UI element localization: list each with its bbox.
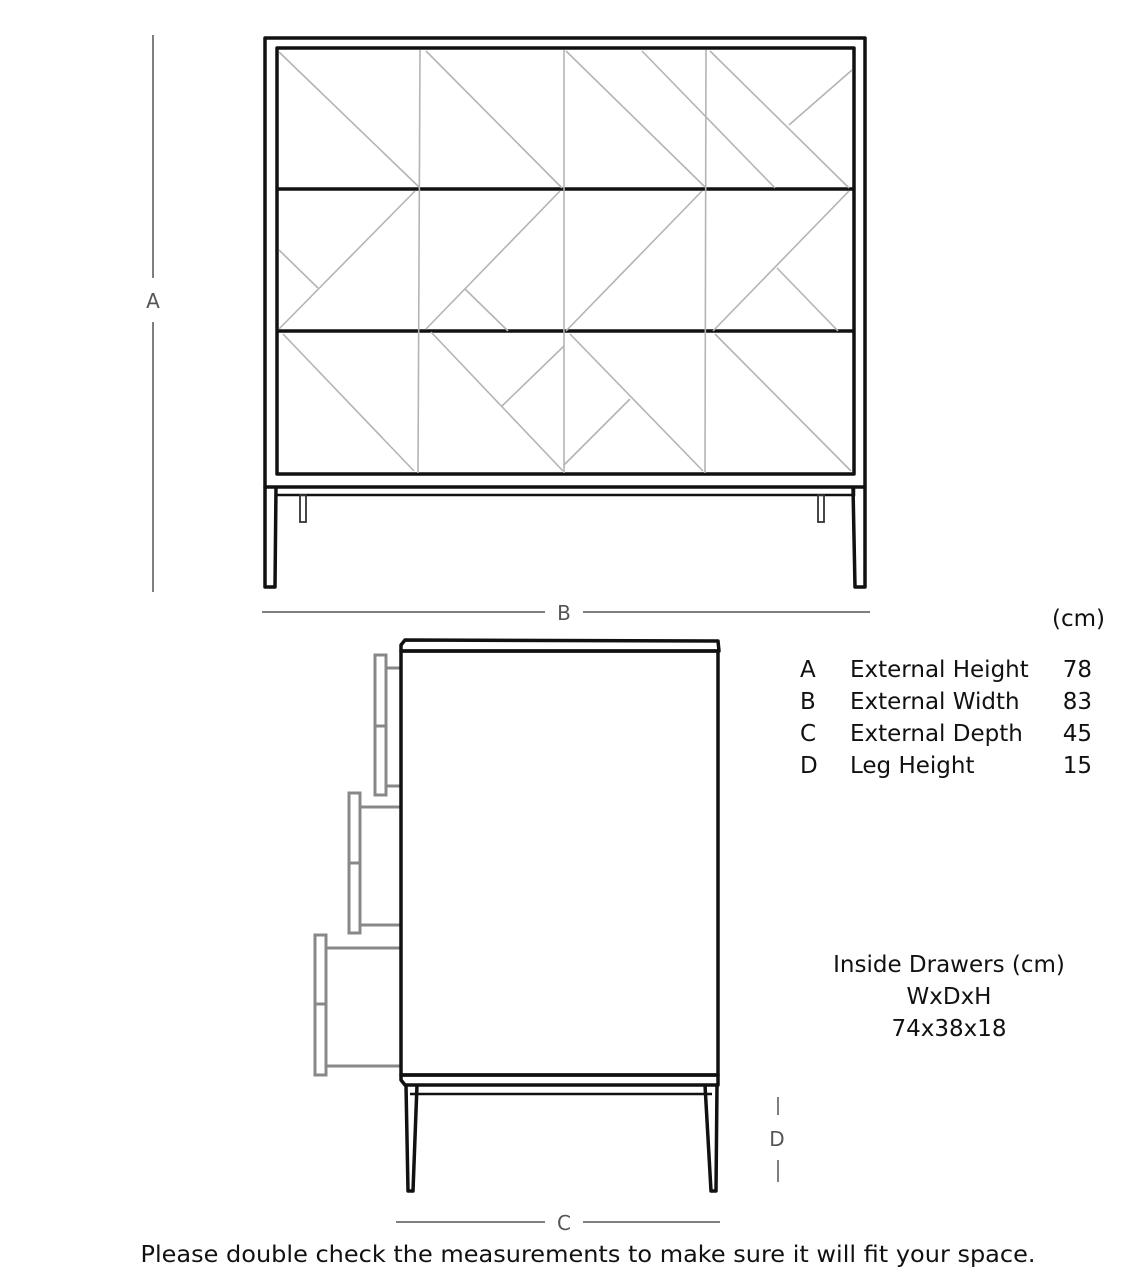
inside-drawers-info: Inside Drawers (cm) WxDxH 74x38x18 [833,952,1065,1042]
drawer-handle [347,791,401,935]
dimension-d: D [769,1097,785,1182]
drawer-handle [313,933,401,1077]
drawer-front-pattern [278,49,853,474]
legend-key: A [800,657,816,683]
legend-key: D [800,753,818,779]
inside-drawers-value: 74x38x18 [891,1016,1006,1042]
side-leg-front [404,1084,419,1193]
inside-drawers-format: WxDxH [907,984,992,1010]
legend-row: C External Depth 45 [800,721,1092,747]
front-leg-left [263,486,278,589]
legend-key: B [800,689,816,715]
drawer-handle [373,653,401,797]
legend-value: 83 [1063,689,1092,715]
legend-label: External Height [850,657,1029,683]
side-leg-back [703,1084,719,1193]
dimension-a-label: A [146,289,160,313]
legend-value: 78 [1063,657,1092,683]
front-leg-right [851,486,867,589]
legend-row: A External Height 78 [800,657,1092,683]
legend-value: 15 [1063,753,1092,779]
legend-value: 45 [1063,721,1092,747]
dimension-c-label: C [557,1211,571,1235]
inside-drawers-title: Inside Drawers (cm) [833,952,1065,978]
legend-key: C [800,721,816,747]
legend-label: External Depth [850,721,1023,747]
legend-row: B External Width 83 [800,689,1092,715]
dimension-b-label: B [557,601,571,625]
dimension-a: A [146,35,160,592]
legend-unit: (cm) [1052,606,1105,632]
side-view [313,638,721,1193]
footer-note: Please double check the measurements to … [141,1242,1036,1268]
legend-label: External Width [850,689,1020,715]
dimension-d-label: D [769,1127,784,1151]
dimension-b: B [262,601,870,625]
front-view [263,36,867,589]
dimension-c: C [396,1211,720,1235]
legend-row: D Leg Height 15 [800,753,1092,779]
legend-label: Leg Height [850,753,975,779]
measurements-legend: (cm) A External Height 78 B External Wid… [800,606,1105,779]
